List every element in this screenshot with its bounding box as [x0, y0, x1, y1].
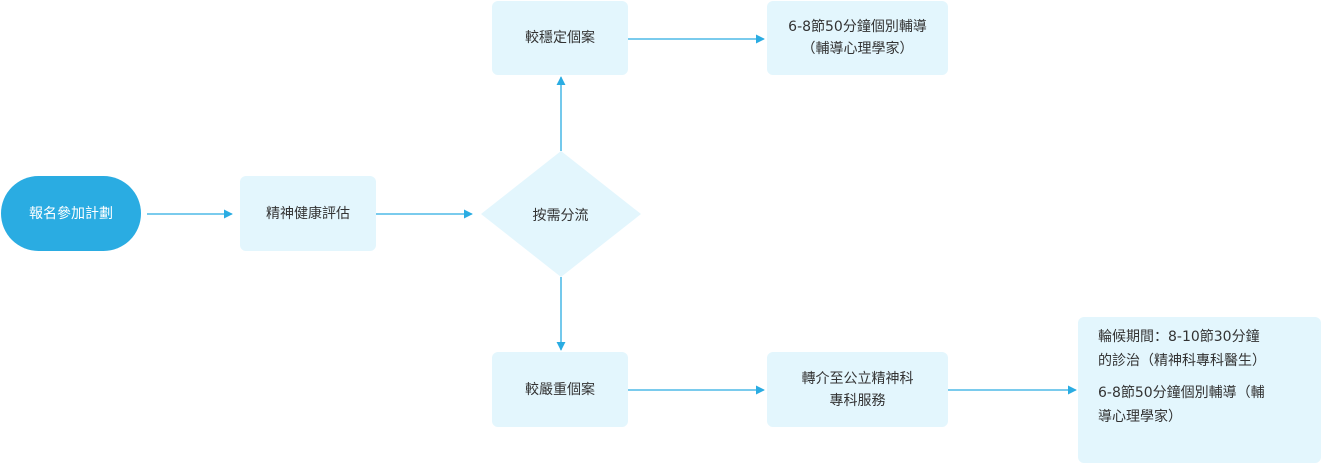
- node-stable: 較穩定個案: [492, 1, 628, 75]
- node-assessment: 精神健康評估: [240, 176, 376, 251]
- node-severe-referral: 轉介至公立精神科 專科服務: [767, 352, 948, 427]
- node-waiting-note: 輪候期間：8-10節30分鐘 的診治（精神科專科醫生） 6-8節50分鐘個別輔導…: [1078, 317, 1321, 463]
- node-severe: 較嚴重個案: [492, 352, 628, 427]
- node-stable-service: 6-8節50分鐘個別輔導 （輔導心理學家）: [767, 1, 948, 75]
- node-stable-service-line-2: （輔導心理學家）: [801, 41, 914, 57]
- node-severe-referral-line-1: 轉介至公立精神科: [801, 370, 914, 387]
- waiting-note-line-4: 導心理學家）: [1098, 409, 1182, 425]
- node-severe-referral-line-2: 專科服務: [829, 392, 886, 409]
- node-assessment-label: 精神健康評估: [266, 205, 350, 222]
- waiting-note-line-2: 的診治（精神科專科醫生）: [1098, 353, 1266, 369]
- waiting-note-line-3: 6-8節50分鐘個別輔導（輔: [1098, 385, 1265, 401]
- node-start: 報名參加計劃: [1, 176, 141, 251]
- waiting-note-line-1: 輪候期間：8-10節30分鐘: [1098, 329, 1260, 345]
- node-triage-label: 按需分流: [532, 208, 589, 224]
- node-stable-service-line-1: 6-8節50分鐘個別輔導: [788, 19, 927, 35]
- triage-diamond: [481, 151, 641, 277]
- node-start-label: 報名參加計劃: [29, 205, 113, 222]
- node-stable-label: 較穩定個案: [525, 30, 595, 46]
- node-severe-label: 較嚴重個案: [525, 381, 595, 398]
